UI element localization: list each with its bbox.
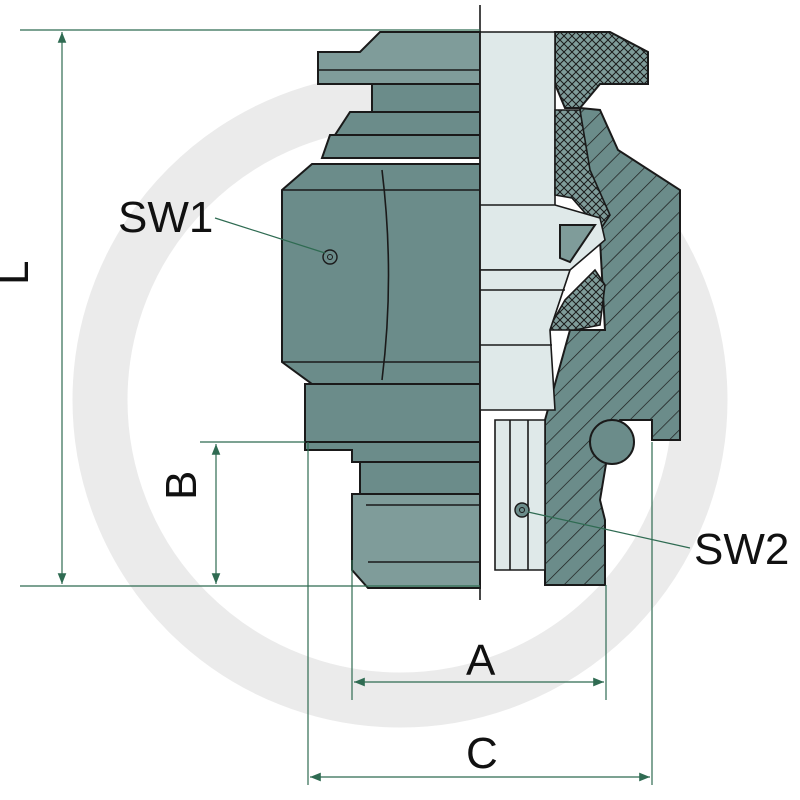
label-a: A <box>466 636 496 685</box>
label-c: C <box>466 729 498 778</box>
label-sw1: SW1 <box>118 193 213 242</box>
sw1-leader <box>214 217 326 254</box>
sw2-marker <box>514 502 530 518</box>
label-b: B <box>157 471 206 500</box>
dimension-l <box>20 29 480 587</box>
dimension-a <box>351 560 607 700</box>
fitting-exterior-half <box>281 31 481 589</box>
dimension-b <box>200 441 305 584</box>
dimension-c <box>307 442 653 785</box>
sw1-marker <box>322 249 338 265</box>
label-sw2: SW2 <box>694 525 789 574</box>
sw2-leader <box>527 511 691 549</box>
fitting-section-half <box>479 31 681 586</box>
label-l: L <box>0 261 38 285</box>
